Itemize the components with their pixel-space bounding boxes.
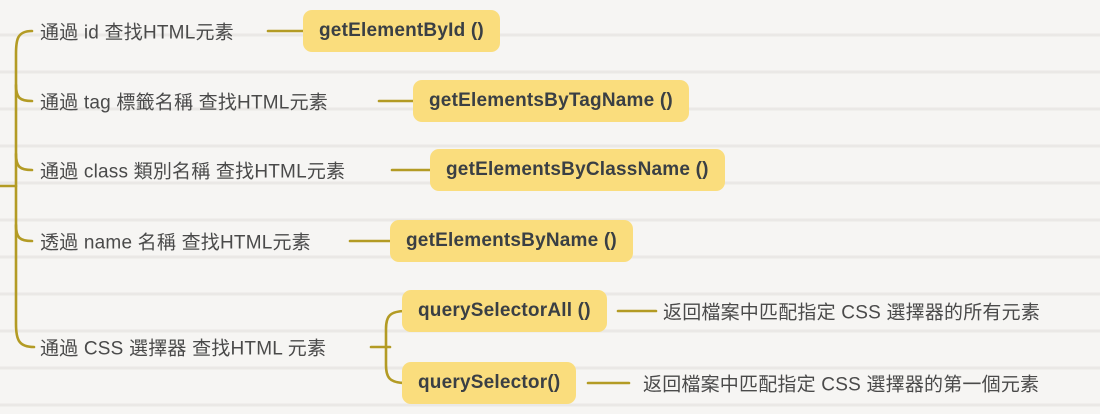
method-node-text: getElementsByName () xyxy=(390,220,633,262)
method-node-getelementbyid[interactable]: getElementById () xyxy=(303,10,500,52)
branch-curve-class xyxy=(14,152,34,172)
branch-curve-tag xyxy=(14,83,34,103)
description-node-queryselector[interactable]: 返回檔案中匹配指定 CSS 選擇器的第一個元素 xyxy=(643,370,1039,397)
branch-label-css[interactable]: 通過 CSS 選擇器 查找HTML 元素 xyxy=(40,334,326,361)
method-node-getelementsbyname[interactable]: getElementsByName () xyxy=(390,220,633,262)
branch-label-name[interactable]: 透過 name 名稱 查找HTML元素 xyxy=(40,228,311,255)
method-node-text: getElementById () xyxy=(303,10,500,52)
method-node-text: getElementsByClassName () xyxy=(430,149,725,191)
css-subtrunk-line xyxy=(384,309,408,385)
description-text: 返回檔案中匹配指定 CSS 選擇器的第一個元素 xyxy=(643,374,1040,396)
method-node-text: getElementsByTagName () xyxy=(413,80,689,122)
branch-label-text: 通過 tag 標籤名稱 查找HTML元素 xyxy=(40,92,328,114)
branch-label-text: 透過 name 名稱 查找HTML元素 xyxy=(40,232,311,254)
branch-label-class[interactable]: 通過 class 類別名稱 查找HTML元素 xyxy=(40,157,345,184)
branch-label-tag[interactable]: 通過 tag 標籤名稱 查找HTML元素 xyxy=(40,88,328,115)
method-node-queryselector[interactable]: querySelector() xyxy=(402,362,577,404)
method-node-queryselectorall[interactable]: querySelectorAll () xyxy=(402,290,607,332)
method-node-getelementsbyclassname[interactable]: getElementsByClassName () xyxy=(430,149,725,191)
method-node-text: querySelector() xyxy=(402,362,577,404)
trunk-line xyxy=(14,29,36,349)
description-node-queryselectorall[interactable]: 返回檔案中匹配指定 CSS 選擇器的所有元素 xyxy=(663,298,1040,325)
method-node-getelementsbytagname[interactable]: getElementsByTagName () xyxy=(413,80,689,122)
description-text: 返回檔案中匹配指定 CSS 選擇器的所有元素 xyxy=(663,302,1041,324)
branch-curve-name xyxy=(14,223,34,243)
branch-label-text: 通過 class 類別名稱 查找HTML元素 xyxy=(40,161,346,183)
branch-label-id[interactable]: 通過 id 查找HTML元素 xyxy=(40,18,234,45)
branch-label-text: 通過 id 查找HTML元素 xyxy=(40,22,234,44)
branch-label-text: 通過 CSS 選擇器 查找HTML 元素 xyxy=(40,338,327,360)
method-node-text: querySelectorAll () xyxy=(402,290,607,332)
